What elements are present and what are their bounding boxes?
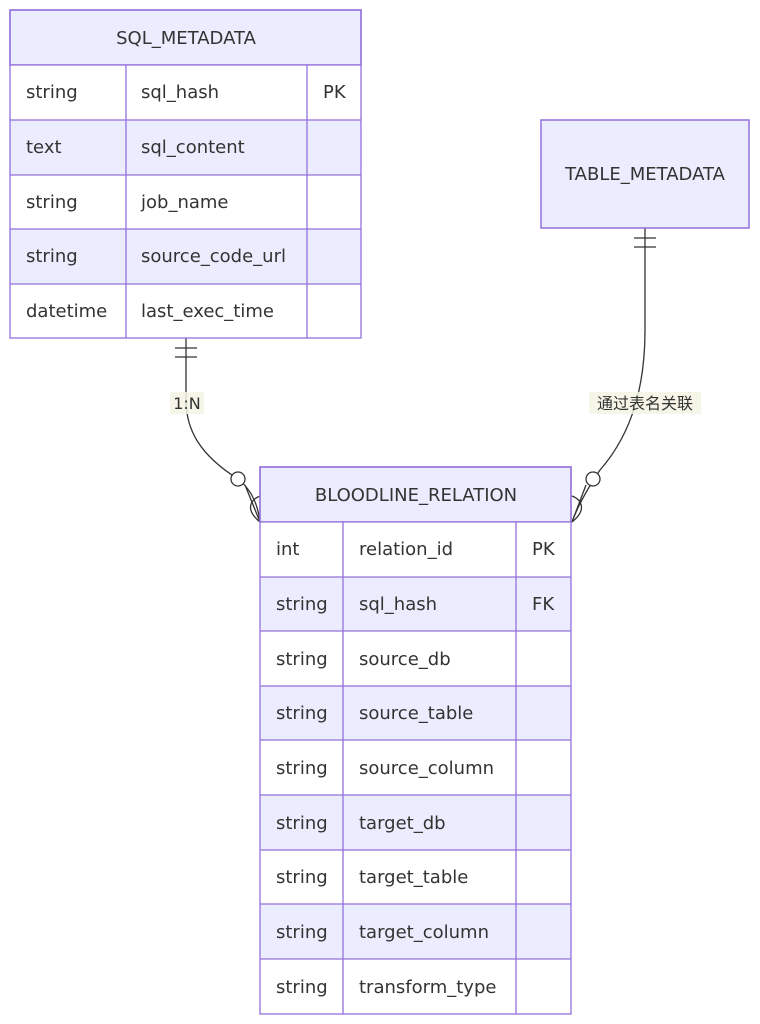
attribute-row (260, 904, 571, 959)
entity-title: BLOODLINE_RELATION (315, 485, 517, 506)
label-background (589, 392, 701, 414)
attribute-name: target_table (359, 867, 468, 888)
attribute-type: string (276, 867, 328, 888)
relationship-table-to-bloodline: 通过表名关联 (571, 228, 701, 523)
attribute-type: int (276, 539, 299, 560)
attribute-key: FK (532, 594, 555, 615)
attribute-row (10, 229, 361, 284)
attribute-name: source_column (359, 758, 494, 779)
attribute-name: relation_id (359, 539, 453, 560)
attribute-type: string (26, 192, 78, 213)
attribute-row (260, 850, 571, 904)
attribute-row (260, 522, 571, 577)
label-background (170, 392, 204, 414)
attribute-type: string (276, 977, 328, 998)
attribute-type: string (26, 246, 78, 267)
crow-foot-marker (571, 484, 587, 523)
attribute-key: PK (532, 539, 556, 560)
attribute-key: PK (323, 82, 347, 103)
crow-foot-marker (249, 495, 261, 523)
zero-circle-marker (585, 471, 601, 487)
attribute-type: string (276, 813, 328, 834)
entity-title: SQL_METADATA (116, 28, 256, 49)
attribute-row (260, 959, 571, 1014)
attribute-name: job_name (140, 192, 229, 213)
attribute-type: string (276, 703, 328, 724)
attribute-row (10, 175, 361, 229)
zero-circle-marker (230, 471, 246, 487)
entity-border (9, 9, 362, 339)
attribute-name: sql_hash (141, 82, 219, 103)
attribute-name: source_db (359, 649, 451, 670)
attribute-name: source_code_url (141, 246, 286, 267)
attribute-name: transform_type (359, 977, 496, 998)
attribute-type: datetime (26, 301, 107, 322)
relationship-label: 1:N (173, 394, 201, 413)
attribute-type: string (276, 922, 328, 943)
entity-sql-metadata[interactable]: SQL_METADATA string sql_hash PK text sql… (9, 9, 362, 339)
attribute-row (260, 631, 571, 686)
attribute-type: text (26, 137, 62, 158)
attribute-row (10, 120, 361, 175)
entity-header (540, 119, 750, 229)
attribute-name: target_column (359, 922, 489, 943)
attribute-row (10, 65, 361, 120)
attribute-name: sql_hash (359, 594, 437, 615)
attribute-row (260, 577, 571, 631)
attribute-name: target_db (359, 813, 446, 834)
attribute-type: string (276, 758, 328, 779)
relationship-label: 通过表名关联 (597, 394, 693, 413)
crow-foot-marker (571, 495, 583, 523)
crow-foot-marker (244, 484, 261, 523)
attribute-row (10, 284, 361, 338)
attribute-name: sql_content (141, 137, 245, 158)
entity-title: TABLE_METADATA (564, 164, 726, 185)
attribute-type: string (276, 594, 328, 615)
attribute-type: string (276, 649, 328, 670)
entity-table-metadata[interactable]: TABLE_METADATA (540, 119, 750, 229)
attribute-row (260, 740, 571, 795)
attribute-row (260, 795, 571, 850)
attribute-name: last_exec_time (141, 301, 274, 322)
attribute-name: source_table (359, 703, 473, 724)
attribute-row (260, 686, 571, 740)
entity-bloodline-relation[interactable]: BLOODLINE_RELATION int relation_id PK st… (259, 466, 572, 1015)
relationship-sql-to-bloodline: 1:N (170, 338, 261, 523)
attribute-type: string (26, 82, 78, 103)
